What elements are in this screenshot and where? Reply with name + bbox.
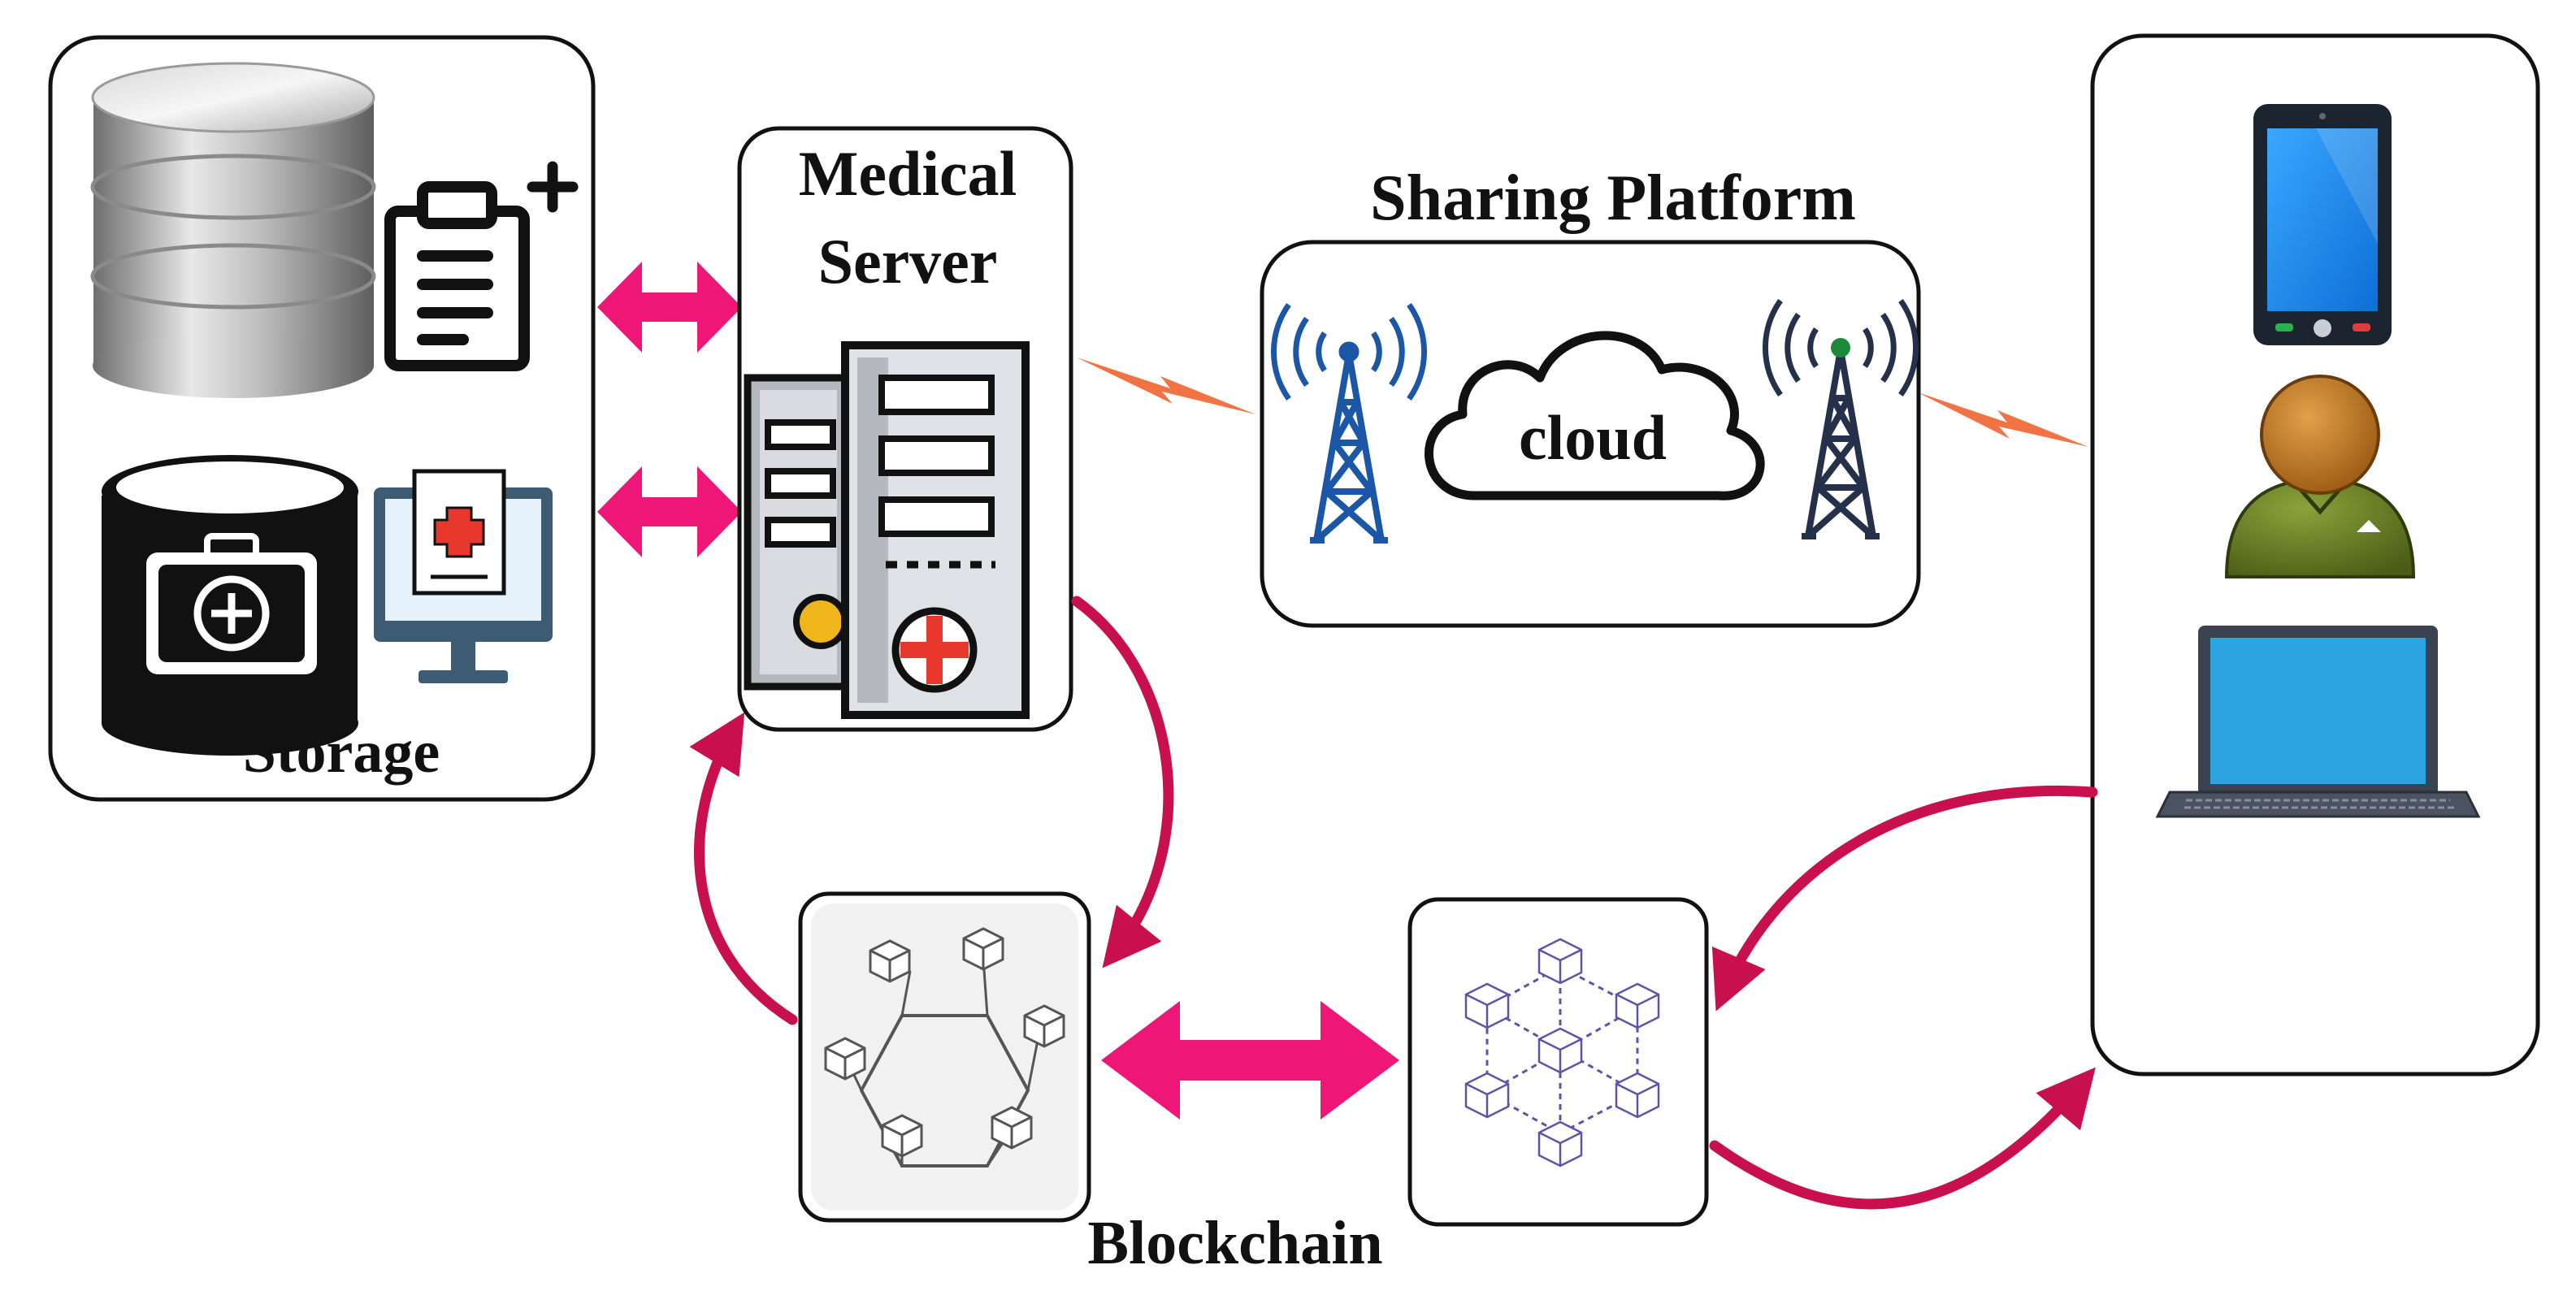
storage-label: Storage bbox=[243, 719, 440, 786]
blockchain-right-box bbox=[1407, 897, 1709, 1227]
wireless-link-icon bbox=[1077, 357, 2088, 447]
medical-monitor-icon bbox=[374, 469, 553, 683]
database-icon bbox=[90, 62, 376, 398]
blockchain-to-server-arrow bbox=[689, 712, 798, 1025]
blockchain-label: Blockchain bbox=[1087, 1209, 1382, 1277]
clients-to-blockchain-arrow bbox=[1711, 785, 2098, 1012]
radio-tower-icon bbox=[1271, 302, 1427, 540]
medical-server-icon bbox=[744, 341, 1030, 719]
smartphone-icon bbox=[2253, 104, 2392, 345]
user-icon bbox=[2224, 375, 2416, 578]
flow-arrows bbox=[689, 596, 2098, 1210]
server-to-blockchain-arrow bbox=[1071, 596, 1174, 968]
storage-server-arrows bbox=[597, 262, 742, 557]
cube-grid-network-icon bbox=[1464, 938, 1660, 1168]
blockchain-to-clients-arrow bbox=[1709, 1067, 2096, 1210]
blockchain-sync-arrow bbox=[1101, 1001, 1399, 1120]
radio-tower-icon bbox=[1763, 298, 1919, 536]
medical-server-label-line2: Server bbox=[818, 226, 998, 297]
cloud-icon: cloud bbox=[1424, 331, 1765, 500]
cloud-label: cloud bbox=[1519, 402, 1667, 473]
medical-server-panel: Medical Server bbox=[737, 126, 1073, 732]
sharing-platform-panel: Sharing Platform cloud bbox=[1260, 162, 1921, 628]
clipboard-plus-icon bbox=[384, 161, 579, 371]
hexagon-network-icon bbox=[824, 927, 1065, 1168]
medical-database-icon bbox=[102, 455, 358, 756]
laptop-icon bbox=[2155, 626, 2481, 818]
medical-server-label-line1: Medical bbox=[799, 138, 1017, 209]
storage-panel: Storage bbox=[48, 35, 596, 802]
sharing-platform-label: Sharing Platform bbox=[1370, 162, 1856, 234]
clients-panel bbox=[2090, 33, 2540, 1077]
blockchain-left-box bbox=[798, 891, 1091, 1223]
